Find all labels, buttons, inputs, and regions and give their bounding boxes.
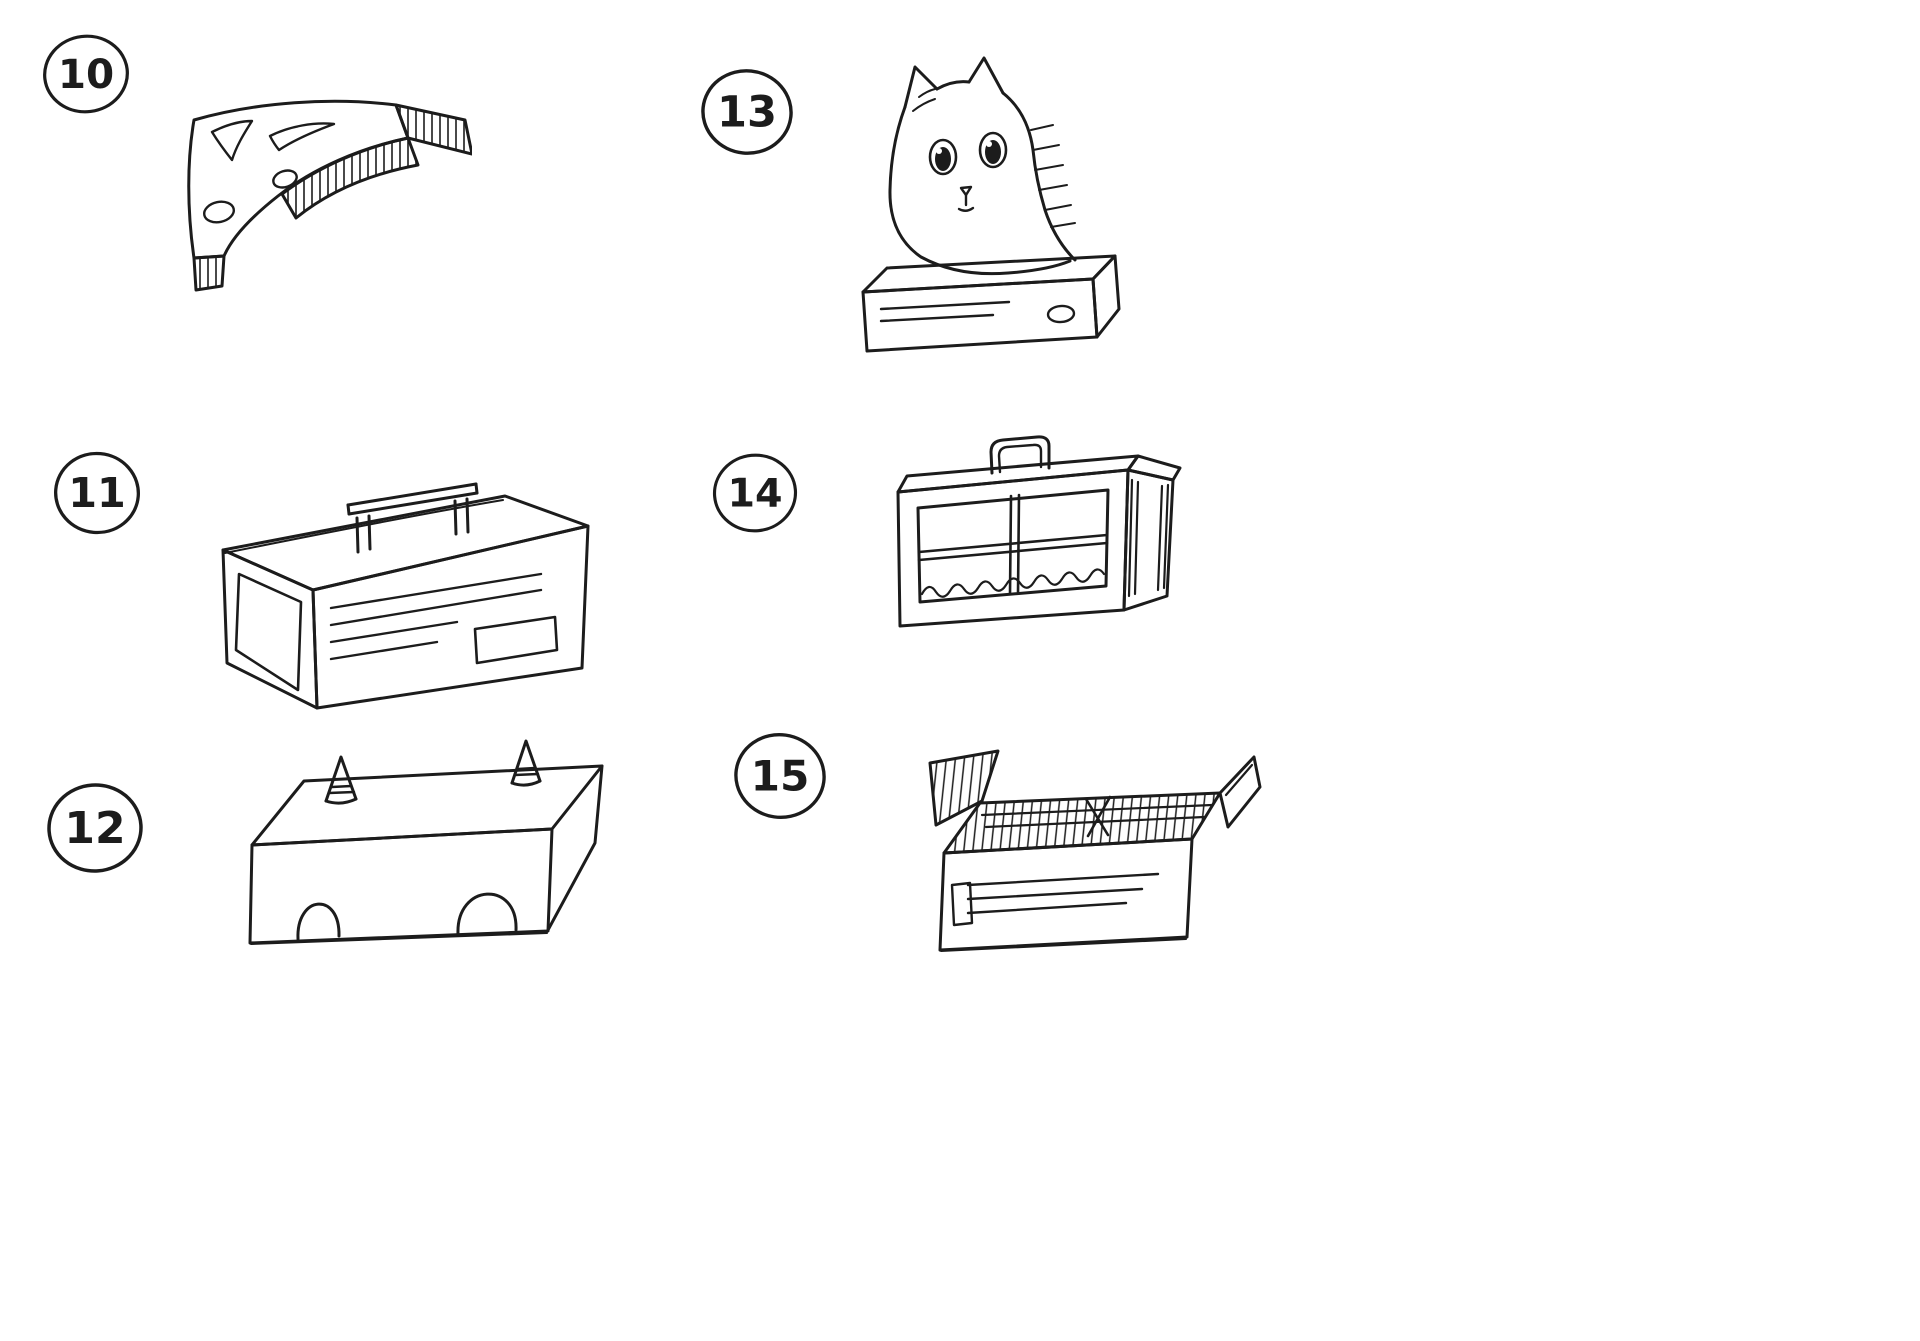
cat-shading bbox=[912, 88, 1076, 228]
tape-cross bbox=[1084, 797, 1110, 837]
cat-on-box-drawing bbox=[861, 56, 1121, 353]
sketch-number: 11 bbox=[68, 469, 126, 517]
cat-head bbox=[888, 56, 1077, 276]
carrier-handle bbox=[989, 435, 1051, 475]
sketch-item-12: 12 bbox=[40, 728, 620, 978]
number-badge-11: 11 bbox=[54, 451, 140, 535]
wedge-cutout-crescent bbox=[268, 122, 336, 152]
number-badge-12: 12 bbox=[47, 783, 143, 873]
wedge-cutout-oval bbox=[202, 200, 236, 224]
cone-box-right-edge bbox=[546, 764, 604, 932]
cat-eyes bbox=[928, 131, 1008, 176]
case-handle bbox=[346, 482, 479, 554]
case-front-face bbox=[311, 524, 590, 710]
right-cone bbox=[510, 739, 542, 787]
open-box-drawing bbox=[928, 749, 1262, 952]
carrier-top-face bbox=[896, 454, 1140, 494]
pet-carrier-drawing bbox=[896, 435, 1182, 628]
number-badge-15: 15 bbox=[734, 732, 826, 820]
sketch-number: 14 bbox=[727, 471, 782, 517]
left-arch-opening bbox=[296, 902, 341, 941]
carrier-window bbox=[916, 488, 1110, 604]
left-flap bbox=[928, 749, 1000, 827]
wedge-hatched-fringe bbox=[192, 254, 226, 292]
left-cone bbox=[324, 755, 358, 805]
carry-case-drawing bbox=[221, 482, 590, 710]
number-badge-13: 13 bbox=[701, 69, 793, 155]
right-flap bbox=[1218, 755, 1262, 829]
box-under-cat bbox=[861, 254, 1121, 353]
number-badge-10: 10 bbox=[43, 34, 129, 114]
cone-box-top-face bbox=[250, 764, 604, 847]
cone-box-front-face bbox=[248, 827, 554, 945]
sketch-item-15: 15 bbox=[732, 718, 1272, 978]
sketch-number: 12 bbox=[64, 803, 125, 854]
wedge-cutout-triangle bbox=[210, 119, 254, 162]
sketch-item-11: 11 bbox=[50, 438, 610, 728]
wedge-hatched-edge-bottom bbox=[280, 136, 420, 220]
number-badge-14: 14 bbox=[712, 453, 798, 533]
cat-nose-mouth bbox=[957, 185, 975, 212]
sketch-item-10: 10 bbox=[40, 28, 510, 328]
carrier-bedding-wave bbox=[920, 568, 1106, 598]
wedge-hatched-edge-top bbox=[394, 103, 472, 156]
sketch-item-14: 14 bbox=[710, 428, 1220, 678]
sketch-number: 10 bbox=[58, 50, 114, 98]
sketch-number: 15 bbox=[751, 751, 810, 800]
carrier-right-face bbox=[1122, 468, 1175, 612]
sketch-number: 13 bbox=[717, 88, 777, 138]
wedge-cutout-small-oval bbox=[272, 169, 298, 189]
right-arch-opening bbox=[456, 892, 518, 936]
open-box-label bbox=[950, 881, 974, 927]
carrier-side-slats bbox=[1127, 478, 1170, 598]
open-box-front-face bbox=[938, 837, 1194, 952]
curved-wedge-drawing bbox=[187, 99, 472, 292]
sketch-item-13: 13 bbox=[698, 55, 1158, 365]
wedge-face bbox=[187, 99, 410, 260]
case-front-label bbox=[473, 615, 559, 665]
box-with-cones-drawing bbox=[248, 739, 604, 945]
carrier-front-face bbox=[896, 468, 1130, 628]
case-left-panel bbox=[234, 572, 303, 692]
